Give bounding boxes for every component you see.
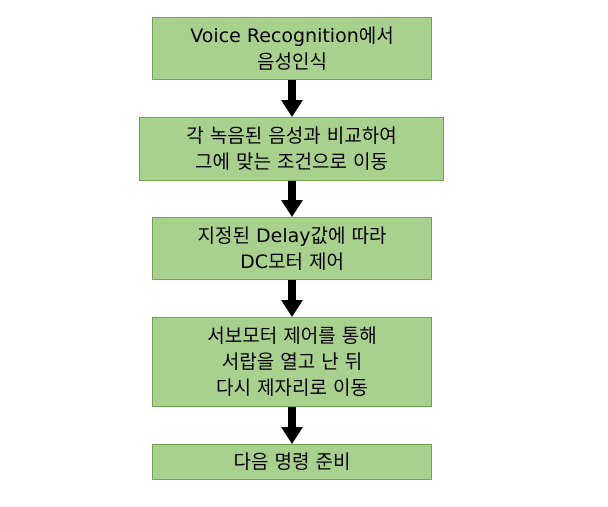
step-5-line-1: 다음 명령 준비	[233, 451, 351, 473]
step-2-line-2: 그에 맞는 조건으로 이동	[195, 151, 388, 173]
step-ready-next-command: 다음 명령 준비	[152, 444, 432, 480]
step-compare-recordings: 각 녹음된 음성과 비교하여 그에 맞는 조건으로 이동	[139, 117, 444, 181]
step-4-line-2: 서랍을 열고 난 뒤	[221, 351, 363, 373]
arrow-down-4	[281, 407, 303, 444]
step-4-line-1: 서보모터 제어를 통해	[207, 325, 377, 347]
arrow-down-3	[281, 280, 303, 317]
step-3-line-1: 지정된 Delay값에 따라	[197, 224, 387, 247]
arrow-down-2	[281, 181, 303, 217]
step-1-line-1: Voice Recognition에서	[190, 24, 394, 47]
step-2-line-1: 각 녹음된 음성과 비교하여	[186, 125, 397, 147]
step-servo-motor-drawer: 서보모터 제어를 통해 서랍을 열고 난 뒤 다시 제자리로 이동	[152, 317, 432, 407]
step-dc-motor-control: 지정된 Delay값에 따라 DC모터 제어	[152, 217, 432, 280]
step-3-line-2: DC모터 제어	[240, 250, 344, 273]
step-4-line-3: 다시 제자리로 이동	[216, 377, 368, 399]
arrow-down-1	[281, 80, 303, 117]
step-voice-recognition: Voice Recognition에서 음성인식	[152, 17, 432, 80]
step-1-line-2: 음성인식	[257, 50, 327, 73]
